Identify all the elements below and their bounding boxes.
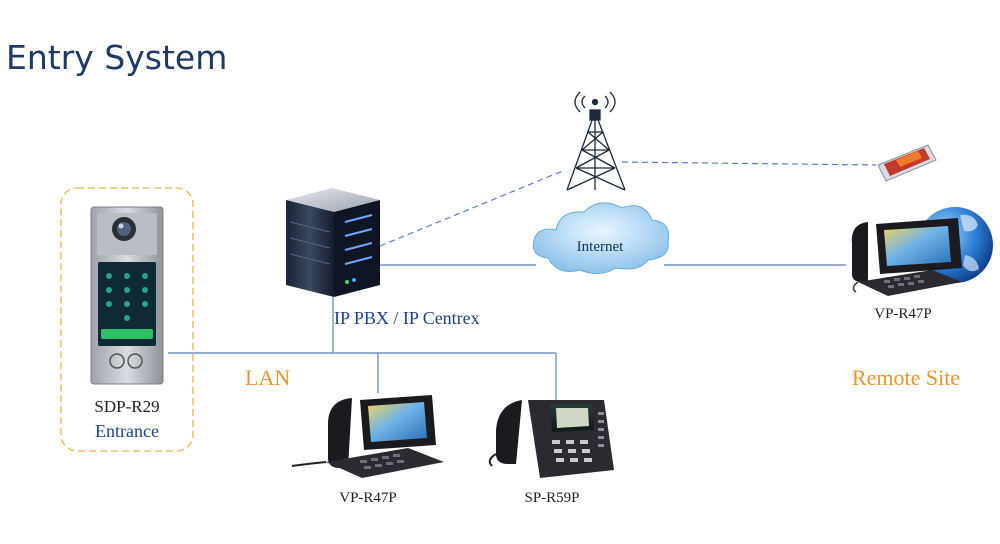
smartphone-icon bbox=[877, 144, 937, 182]
pbx-tower-wireless-line bbox=[379, 169, 566, 247]
cell-tower-icon bbox=[566, 91, 626, 191]
video-phone-icon bbox=[291, 395, 444, 478]
pbx-label: IP PBX / IP Centrex bbox=[334, 308, 480, 328]
lan-phone-ip-label: SP-R59P bbox=[524, 490, 579, 506]
remote-phone-label: VP-R47P bbox=[874, 306, 932, 322]
entrance-device-label: SDP-R29 bbox=[94, 397, 159, 416]
entrance-label: Entrance bbox=[95, 421, 159, 441]
door-intercom-icon bbox=[90, 206, 164, 385]
video-phone-icon bbox=[851, 218, 962, 296]
connections bbox=[168, 161, 877, 402]
internet-label: Internet bbox=[577, 239, 624, 255]
lan-label: LAN bbox=[245, 365, 290, 390]
tower-phone-wireless-line bbox=[621, 161, 877, 166]
cloud-icon bbox=[532, 202, 670, 274]
lan-phone-video-label: VP-R47P bbox=[339, 490, 397, 506]
remote-site-label: Remote Site bbox=[852, 365, 960, 390]
ip-phone-icon bbox=[488, 400, 614, 478]
server-icon bbox=[286, 188, 380, 297]
entrance-group-box bbox=[60, 187, 194, 452]
page-title: Entry System bbox=[6, 38, 228, 77]
